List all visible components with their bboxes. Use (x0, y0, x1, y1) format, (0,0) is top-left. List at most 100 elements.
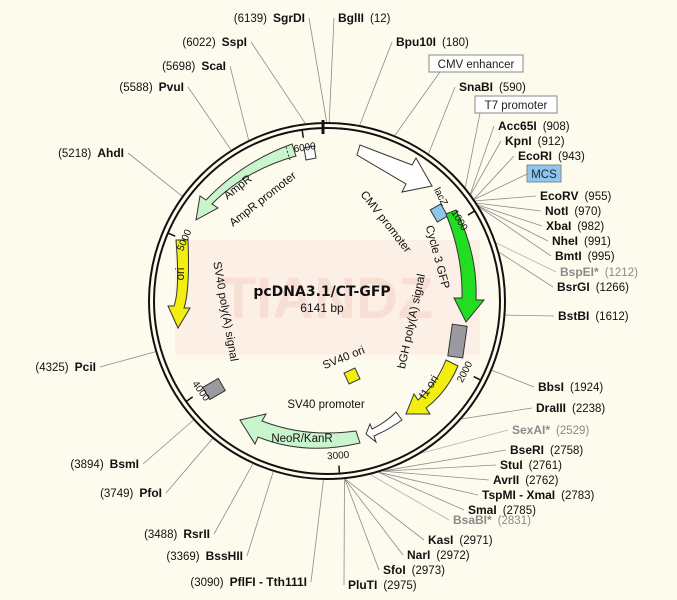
tag-cmv-enhancer-box (428, 54, 524, 73)
site-position: (2783) (561, 490, 594, 502)
site-ahdi: (5218) AhdI (58, 146, 124, 160)
site-leader-line (99, 351, 156, 368)
site-position: (970) (574, 206, 601, 218)
site-position: (912) (538, 136, 565, 148)
tag-leader-line (394, 71, 441, 136)
site-smai: SmaI(2785) (468, 503, 536, 517)
f1-ori-arrow (405, 359, 459, 415)
site-name: NarI (407, 548, 430, 562)
site-label-text: (3369)BssHII (166, 549, 243, 563)
site-name: NotI (545, 204, 568, 218)
site-rsrii: (3488)RsrII (144, 527, 210, 541)
site-position: (3894) (70, 459, 103, 471)
site-name: BstBI (558, 309, 589, 323)
site-bseri: BseRI(2758) (510, 443, 583, 457)
site-label-text: PluTI(2975) (348, 578, 417, 592)
site-pluti: PluTI(2975) (348, 578, 417, 592)
site-position: (180) (442, 37, 469, 49)
site-label-text: NheI(991) (552, 234, 611, 248)
site-label-text: SexAI*(2529) (512, 423, 589, 437)
site-label-text: StuI(2761) (500, 458, 562, 472)
site-leader-line (344, 478, 404, 556)
site-leader-line (165, 438, 213, 494)
site-leader-line (359, 41, 393, 126)
site-position: (2785) (503, 505, 536, 517)
site-label-text: EcoRV(955) (540, 189, 611, 203)
site-bpu10i: Bpu10I(180) (396, 35, 469, 49)
site-ecori: EcoRI(943) (518, 149, 585, 163)
site-avrii: AvrII(2762) (493, 473, 559, 487)
site-leader-line (246, 471, 274, 557)
mcs-box (429, 203, 449, 223)
site-pflfi: (3090)PflFI - Tth111I (190, 575, 307, 589)
site-bspei: BspEI*(1212) (560, 265, 638, 279)
site-name: KpnI (505, 134, 532, 148)
site-position: (5218) (58, 148, 91, 160)
site-pvui: (5588)PvuI (119, 80, 184, 94)
site-leader-line (491, 369, 535, 388)
site-label-text: BstBI (1612) (558, 309, 629, 323)
site-leader-line (476, 202, 542, 212)
site-sgrdi: (6139)SgrDI (234, 11, 305, 25)
site-name: BssHII (206, 549, 243, 563)
site-label-text: XbaI(982) (546, 219, 604, 233)
sv40-ori-box (343, 367, 361, 385)
tag-t7-promoter-box (474, 95, 558, 114)
cmv-promoter-arrow (356, 144, 433, 193)
site-position: (5588) (119, 82, 152, 94)
site-label-text: (6022)SspI (182, 35, 247, 49)
site-name: EcoRI (518, 149, 552, 163)
site-label-text: (4325)PciI (35, 360, 96, 374)
site-position: (1924) (570, 382, 603, 394)
site-position: (590) (499, 82, 526, 94)
site-position: (2238) (572, 403, 605, 415)
site-label-text: SfoI(2973) (383, 563, 445, 577)
site-name: ScaI (201, 59, 226, 73)
site-leader-line (473, 155, 515, 200)
site-position: (3749) (100, 488, 133, 500)
site-name: AhdI (97, 146, 124, 160)
label-sv40-promoter: SV40 promoter (287, 399, 365, 411)
site-snabi: SnaBI(590) (459, 80, 526, 94)
site-name: StuI (500, 458, 523, 472)
tag-mcs-text: MCS (531, 169, 557, 181)
site-kasi: KasI(2971) (428, 533, 493, 547)
site-leader-line (308, 17, 328, 123)
site-name: BbsI (538, 380, 564, 394)
site-label-text: EcoRI(943) (518, 149, 585, 163)
site-noti: NotI (970) (545, 204, 601, 218)
site-stui: StuI(2761) (500, 458, 562, 472)
site-leader-line (344, 478, 425, 541)
site-label-text: TspMI - XmaI(2783) (482, 488, 595, 502)
site-leader-line (496, 242, 557, 273)
site-label-text: SmaI(2785) (468, 503, 536, 517)
site-leader-line (378, 471, 479, 496)
site-position: (908) (543, 121, 570, 133)
site-label-text: BbsI (1924) (538, 380, 603, 394)
site-leader-line (187, 86, 232, 151)
tag-leader-line (464, 112, 481, 188)
site-leader-line (142, 419, 194, 465)
site-position: (2758) (550, 445, 583, 457)
site-name: EcoRV (540, 189, 578, 203)
site-name: PluTI (348, 578, 377, 592)
site-bbsi: BbsI (1924) (538, 380, 603, 394)
site-leader-line (250, 41, 306, 124)
site-pfoi: (3749)PfoI (100, 486, 162, 500)
site-name: DraIII (536, 401, 566, 415)
site-label-text: AvrII(2762) (493, 473, 559, 487)
tag-cmv-enhancer-text: CMV enhancer (438, 59, 515, 71)
site-leader-line (505, 314, 555, 317)
site-leader-line (382, 464, 497, 472)
site-label-text: DraIII (2238) (536, 401, 605, 415)
tag-t7-promoter: T7 promoter (474, 95, 558, 114)
site-name: SgrDI (273, 11, 305, 25)
site-label-text: (5698)ScaI (162, 59, 226, 73)
neor-kanr-arrow (239, 413, 361, 449)
site-position: (1612) (595, 311, 628, 323)
site-position: (991) (584, 236, 611, 248)
tag-cmv-enhancer: CMV enhancer (428, 54, 524, 73)
site-position: (1266) (596, 282, 629, 294)
site-leader-line (428, 86, 456, 154)
leader-lines (99, 17, 557, 586)
